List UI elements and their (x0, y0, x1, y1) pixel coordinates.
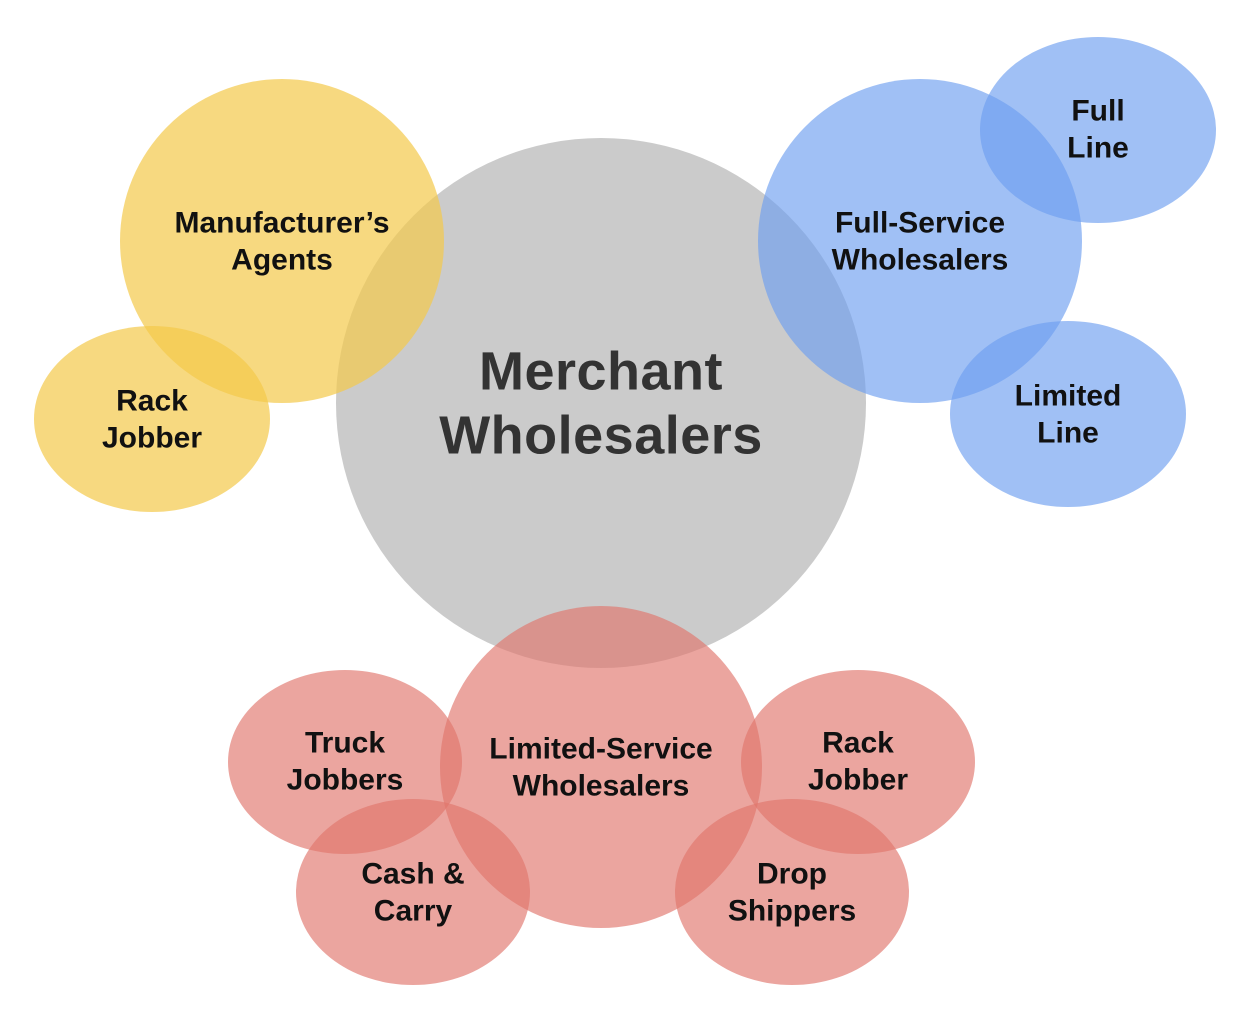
full-line-line1: Full (1071, 94, 1125, 128)
limited-line-line2: Line (1037, 416, 1099, 449)
limited-line-circle (950, 321, 1186, 507)
full-line-line2: Line (1067, 131, 1129, 164)
cash-carry-line2: Carry (373, 894, 453, 927)
rack-jobber-left-label: Rack Jobber (102, 383, 202, 456)
cash-carry-circle (296, 799, 530, 985)
limited-service-line1: Limited-Service (489, 732, 713, 766)
cash-carry-label: Cash & Carry (361, 856, 464, 929)
manufacturers-agents-line2: Agents (231, 243, 333, 276)
manufacturers-agents-line1: Manufacturer’s (174, 206, 390, 240)
full-line-label: Full Line (1067, 93, 1129, 166)
truck-jobbers-line2: Jobbers (286, 763, 404, 796)
full-service-line2: Wholesalers (831, 243, 1009, 276)
drop-shippers-label: Drop Shippers (728, 856, 856, 929)
merchant-wholesalers-line2: Wholesalers (439, 405, 763, 465)
manufacturers-agents-label: Manufacturer’s Agents (174, 205, 389, 278)
full-line-circle (980, 37, 1216, 223)
manufacturers-agents-circle (120, 79, 444, 403)
limited-line-label: Limited Line (1015, 378, 1122, 451)
rack-jobber-left-line1: Rack (116, 384, 188, 418)
rack-jobber-right-label: Rack Jobber (808, 725, 908, 798)
full-service-line1: Full-Service (834, 206, 1006, 240)
drop-shippers-line2: Shippers (727, 894, 857, 927)
rack-jobber-right-line1: Rack (822, 726, 894, 760)
merchant-wholesalers-label: Merchant Wholesalers (439, 340, 763, 467)
limited-line-line1: Limited (1014, 379, 1122, 413)
rack-jobber-left-line2: Jobber (101, 421, 203, 454)
rack-jobber-left-circle (34, 326, 270, 512)
cash-carry-line1: Cash & (361, 857, 465, 891)
limited-service-line2: Wholesalers (512, 769, 690, 802)
rack-jobber-right-line2: Jobber (807, 763, 909, 796)
drop-shippers-circle (675, 799, 909, 985)
merchant-wholesalers-line1: Merchant (478, 341, 724, 402)
limited-service-wholesalers-circle (440, 606, 762, 928)
merchant-wholesalers-circle (336, 138, 866, 668)
truck-jobbers-label: Truck Jobbers (287, 725, 404, 798)
drop-shippers-line1: Drop (757, 857, 827, 891)
limited-service-wholesalers-label: Limited-Service Wholesalers (489, 731, 712, 804)
full-service-wholesalers-label: Full-Service Wholesalers (832, 205, 1009, 278)
truck-jobbers-line1: Truck (304, 726, 386, 760)
